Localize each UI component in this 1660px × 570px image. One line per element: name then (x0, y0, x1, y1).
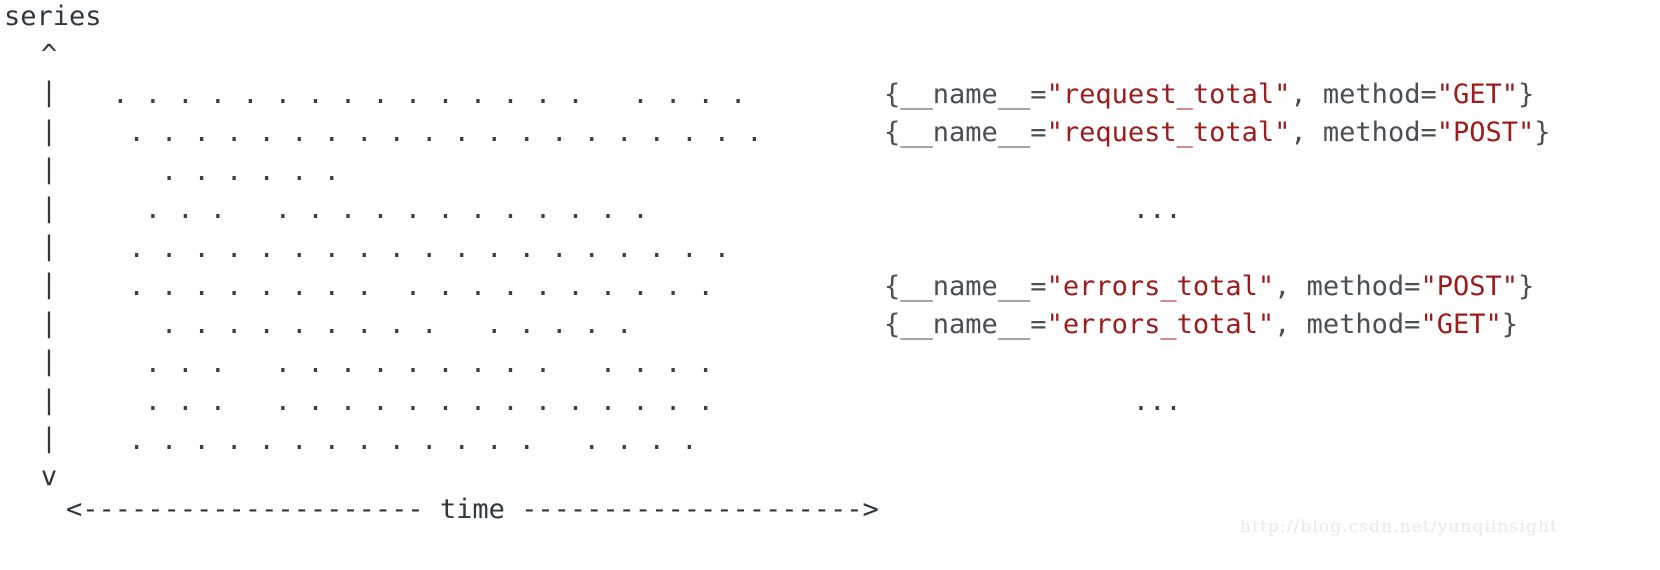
dot-grid: . . . . . . . . . . . . . . . . . . . . … (96, 76, 762, 460)
series-label-ellipsis: ... (884, 191, 1551, 229)
y-axis: ^ | | | | | | | | | | v (36, 36, 62, 497)
series-label-suffix: } (1501, 309, 1518, 341)
y-axis-arrow-down-icon: v (40, 461, 58, 493)
series-label: {__name__="request_total", method="POST"… (884, 114, 1551, 152)
y-axis-bar: | (40, 307, 58, 339)
series-label-separator: , method= (1290, 117, 1437, 149)
series-label-method-value: "POST" (1420, 270, 1518, 302)
series-label-method-value: "GET" (1436, 79, 1518, 110)
series-label: {__name__="errors_total", method="POST"} (884, 268, 1551, 306)
series-label-separator: , method= (1290, 79, 1437, 110)
dot-grid-row: . . . . . . . . . . . . . . . . . . . (96, 79, 747, 110)
dot-grid-row: . . . . . . . . . . . . . . . (96, 194, 649, 226)
dot-grid-row: . . . . . . (96, 155, 340, 187)
y-axis-bar: | (40, 269, 58, 301)
y-axis-title: series (4, 1, 102, 32)
ellipsis-text: ... (1132, 386, 1182, 418)
dot-grid-row: . . . . . . . . . . . . . . . . . (96, 424, 698, 456)
y-axis-bar: | (40, 384, 58, 416)
series-label-method-value: "GET" (1420, 309, 1502, 341)
series-label-spacer (884, 422, 1551, 460)
y-axis-bar: | (40, 423, 58, 455)
dot-grid-row: . . . . . . . . . . . . . . . . . (96, 386, 714, 418)
series-label-spacer (884, 230, 1551, 268)
dot-grid-row: . . . . . . . . . . . . . . . . . . . . (96, 117, 763, 149)
series-label-method-value: "POST" (1436, 117, 1535, 149)
series-label-suffix: } (1518, 79, 1535, 110)
y-axis-bar: | (40, 192, 58, 224)
y-axis-bar: | (40, 154, 58, 186)
series-label-prefix: {__name__= (884, 270, 1047, 302)
series-label-suffix: } (1518, 270, 1535, 302)
series-label: {__name__="errors_total", method="GET"} (884, 306, 1551, 344)
series-label-suffix: } (1534, 117, 1551, 149)
ellipsis-text: ... (1132, 194, 1182, 226)
series-label-metric-name: "errors_total" (1046, 270, 1275, 302)
series-label-prefix: {__name__= (884, 79, 1047, 110)
y-axis-arrow-up-icon: ^ (40, 39, 58, 70)
series-label-separator: , method= (1274, 309, 1421, 341)
series-label-metric-name: "errors_total" (1046, 309, 1275, 341)
series-label-metric-name: "request_total" (1046, 117, 1291, 149)
dot-grid-row: . . . . . . . . . . . . . . . . (96, 347, 714, 379)
series-label-prefix: {__name__= (884, 117, 1047, 149)
series-label: {__name__="request_total", method="GET"} (884, 76, 1551, 114)
y-axis-bar: | (40, 77, 58, 109)
y-axis-bar: | (40, 231, 58, 263)
dot-grid-row: . . . . . . . . . . . . . . . . . . . (96, 232, 730, 264)
series-label-metric-name: "request_total" (1046, 79, 1291, 110)
series-label-list: {__name__="request_total", method="GET"}… (884, 76, 1551, 460)
series-label-ellipsis: ... (884, 383, 1551, 421)
dot-grid-row: . . . . . . . . . . . . . . . . . . (96, 270, 714, 302)
series-label-prefix: {__name__= (884, 309, 1047, 341)
series-label-spacer (884, 345, 1551, 383)
y-axis-bar: | (40, 346, 58, 378)
x-axis: <--------------------- time ------------… (66, 494, 879, 525)
dot-grid-row: . . . . . . . . . . . . . . (96, 309, 633, 341)
series-label-spacer (884, 153, 1551, 191)
watermark: http://blog.csdn.net/yunqiinsight (1240, 517, 1558, 537)
series-label-separator: , method= (1274, 270, 1421, 302)
y-axis-bar: | (40, 115, 58, 147)
